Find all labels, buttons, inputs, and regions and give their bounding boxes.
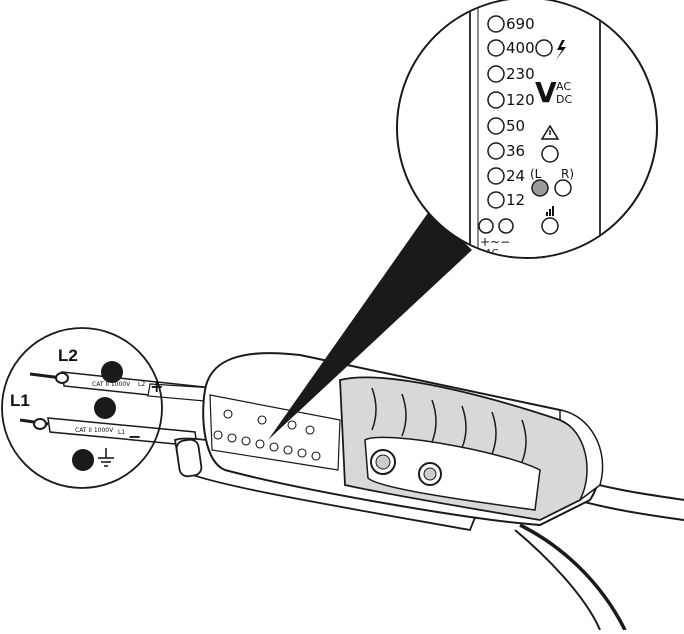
voltage-label-36: 36 (506, 142, 525, 160)
warning-triangle-icon (540, 124, 560, 140)
probe-l1-print-label: L1 (118, 429, 125, 436)
probe-l2-rating: CAT II 1000V (92, 381, 131, 388)
lightning-icon (556, 40, 566, 60)
cable-probe-lead (519, 523, 627, 631)
led-polarity-plus (478, 218, 494, 234)
probe-l2-plus: + (150, 377, 163, 396)
voltage-label-120: 120 (506, 91, 535, 109)
probe-l2-print-label: L2 (138, 381, 145, 388)
polarity-top-label: +~− (480, 235, 510, 249)
probe-l1-minus: − (128, 427, 141, 446)
socket-inset: CAT II 1000V L2 + CAT II 1000V L1 − (1, 327, 163, 489)
probe-l1-rating: CAT II 1000V (75, 427, 114, 434)
indicator-left-label: (L (530, 167, 542, 181)
voltage-label-400: 400 (506, 39, 535, 57)
socket-hole-l1-upper (94, 397, 116, 419)
v-dc: DC (556, 93, 572, 106)
voltage-label-230: 230 (506, 65, 535, 83)
voltage-label-50: 50 (506, 117, 525, 135)
voltage-label-12: 12 (506, 191, 525, 209)
ground-icon (98, 448, 114, 467)
zoom-inset: 690 400 230 120 50 36 24 12 V AC DC (L R… (396, 0, 658, 259)
led-right (554, 179, 572, 197)
led-sound (541, 217, 559, 235)
label-l1: L1 (10, 391, 30, 410)
led-left-lit (531, 179, 549, 197)
label-l2: L2 (58, 346, 78, 365)
v-ac: AC (556, 80, 571, 93)
tester-body (173, 352, 604, 532)
socket-hole-l2 (101, 361, 123, 383)
led-lightning (535, 39, 553, 57)
probe-l2 (29, 371, 217, 403)
voltage-led-column (487, 15, 505, 209)
zoom-pointer (268, 210, 472, 440)
led-warning (541, 145, 559, 163)
socket-hole-bottom (72, 449, 94, 471)
indicator-right-label: R) (561, 167, 574, 181)
sound-icon (546, 206, 554, 216)
voltage-label-24: 24 (506, 167, 525, 185)
led-polarity-minus (498, 218, 514, 234)
v-symbol: V (535, 76, 557, 109)
voltage-label-690: 690 (506, 15, 535, 33)
display-leds (213, 409, 321, 461)
